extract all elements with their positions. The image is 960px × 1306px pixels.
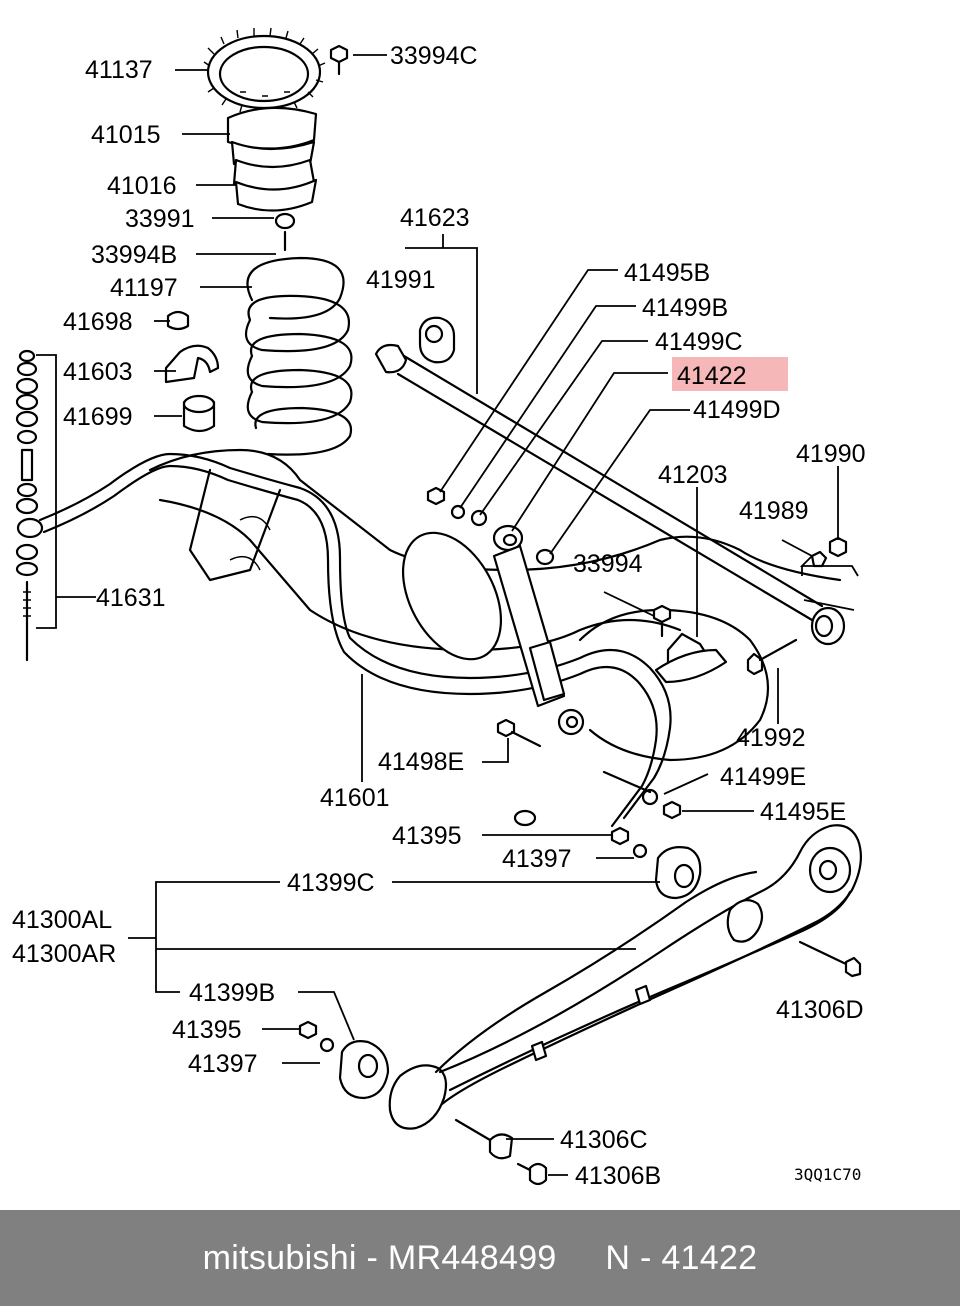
label-41399c: 41399C <box>287 869 375 897</box>
label-41306c: 41306C <box>560 1126 648 1154</box>
diagram-drawing <box>15 27 863 1186</box>
leader-lines <box>36 54 859 1176</box>
label-33994: 33994 <box>573 550 643 578</box>
spring-seat-drawing <box>203 27 326 115</box>
label-41992: 41992 <box>736 724 806 752</box>
label-33991: 33991 <box>125 205 195 233</box>
label-41698: 41698 <box>63 308 133 336</box>
label-41499d: 41499D <box>693 396 781 424</box>
label-41989: 41989 <box>739 497 809 525</box>
footer-bar: mitsubishi - MR448499 N - 41422 <box>0 1210 960 1306</box>
label-41603: 41603 <box>63 358 133 386</box>
label-41137: 41137 <box>85 56 153 84</box>
stabilizer-link-stack-drawing <box>15 349 44 662</box>
label-41699: 41699 <box>63 403 133 431</box>
label-41422: 41422 <box>677 362 747 390</box>
stabilizer-bar-drawing <box>38 452 672 828</box>
label-41015: 41015 <box>91 121 161 149</box>
label-41203: 41203 <box>658 461 728 489</box>
axle-housing-drawing <box>148 448 842 762</box>
highlight-box <box>672 357 788 391</box>
label-41499c: 41499C <box>655 328 743 356</box>
label-41300al: 41300AL <box>12 906 112 934</box>
parts-diagram: 41137 33994C 41015 41016 33991 33994B 41… <box>12 27 866 1190</box>
label-41499b: 41499B <box>642 294 728 322</box>
label-41495b: 41495B <box>624 259 710 287</box>
label-41990: 41990 <box>796 440 866 468</box>
label-41016: 41016 <box>107 172 177 200</box>
label-33994b: 33994B <box>91 241 177 269</box>
label-41397-lower: 41397 <box>188 1050 258 1078</box>
label-41631: 41631 <box>96 584 166 612</box>
lateral-rod-drawing <box>374 316 846 646</box>
stabilizer-bracket-drawing <box>164 310 220 433</box>
label-41991: 41991 <box>366 266 436 294</box>
label-41300ar: 41300AR <box>12 940 116 968</box>
label-41306d: 41306D <box>776 996 864 1024</box>
callout-labels: 41137 33994C 41015 41016 33991 33994B 41… <box>12 42 866 1190</box>
label-41197: 41197 <box>110 274 178 302</box>
bump-stopper-drawing <box>226 106 318 252</box>
bolt-33994c-drawing <box>329 44 349 76</box>
label-41395-upper: 41395 <box>392 822 462 850</box>
label-41399b: 41399B <box>189 979 275 1007</box>
label-41498e: 41498E <box>378 748 464 776</box>
label-41623: 41623 <box>400 204 470 232</box>
label-41495e: 41495E <box>760 798 846 826</box>
diagram-code: 3QQ1C70 <box>794 1165 861 1184</box>
label-41395-lower: 41395 <box>172 1016 242 1044</box>
label-41499e: 41499E <box>720 763 806 791</box>
shock-absorber-drawing <box>492 524 585 736</box>
label-41601: 41601 <box>320 784 390 812</box>
footer-part-info: mitsubishi - MR448499 N - 41422 <box>202 1238 758 1277</box>
lower-arm-drawing <box>298 824 863 1186</box>
label-33994c: 33994C <box>390 42 478 70</box>
label-41397-upper: 41397 <box>502 845 572 873</box>
shock-hardware-drawing <box>426 486 848 859</box>
coil-spring-drawing <box>244 256 353 456</box>
label-41306b: 41306B <box>575 1162 661 1190</box>
